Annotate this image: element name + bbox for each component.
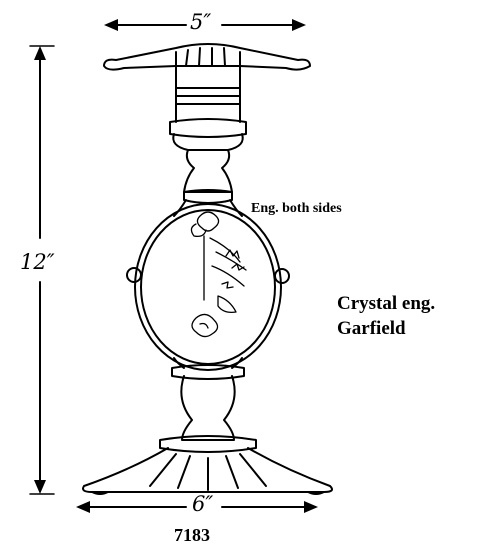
material-line-2: Garfield: [337, 318, 406, 339]
lower-stem: [159, 357, 257, 453]
engraving-note: Eng. both sides: [251, 201, 342, 216]
catalog-number: 7183: [174, 525, 210, 545]
base-foot: [82, 447, 333, 495]
top-width-label: 5″: [190, 10, 212, 34]
base-width-label: 6″: [192, 492, 214, 516]
top-flange: [103, 43, 311, 71]
top-width-dimension-line: [104, 19, 306, 31]
height-label: 12″: [20, 250, 55, 274]
material-line-1: Crystal eng.: [337, 293, 436, 314]
candle-cup: [169, 65, 247, 138]
engraved-garfield-decoration: [190, 211, 247, 338]
upper-knop: [172, 133, 244, 217]
oval-medallion: [126, 203, 290, 371]
base-width-dimension-line: [76, 501, 318, 513]
height-dimension-line: [29, 45, 55, 495]
